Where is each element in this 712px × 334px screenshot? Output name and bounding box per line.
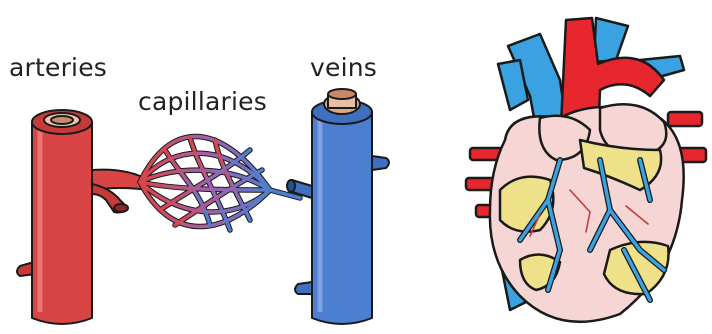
heart-icon (0, 0, 712, 334)
